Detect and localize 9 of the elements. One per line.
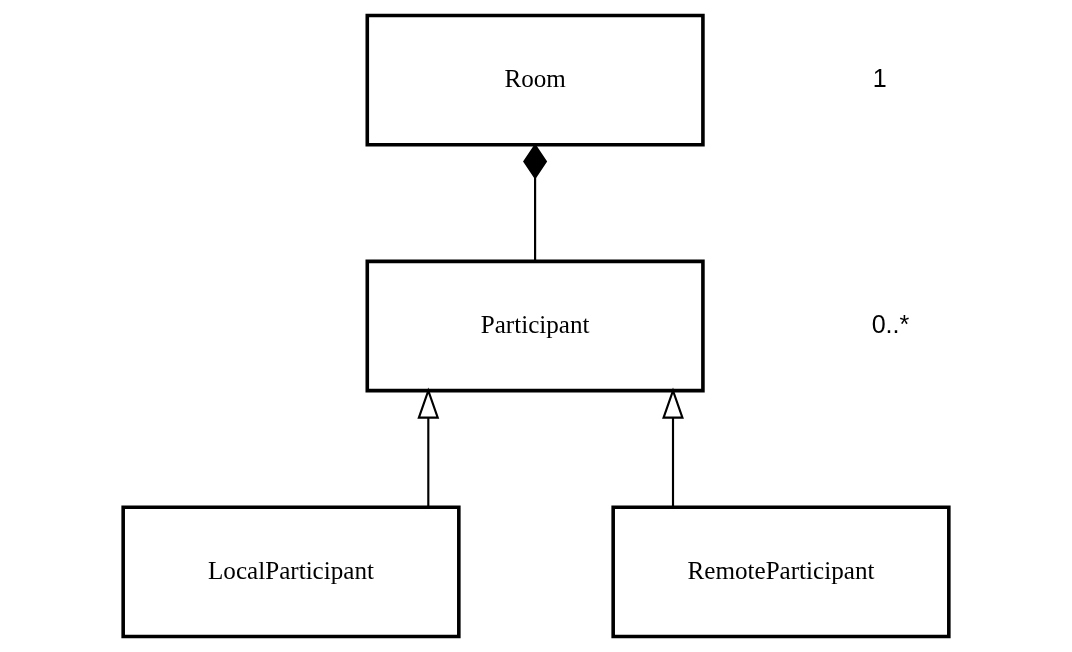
node-box: Room [365,13,705,147]
arrow [662,387,684,507]
arrow [417,387,440,507]
label: 0..* [871,309,910,338]
connector [523,143,548,262]
node-box: Participant [365,259,705,393]
node-box: LocalParticipant [121,505,461,639]
label: 1 [872,63,887,92]
node-box: RemoteParticipant [611,505,951,639]
